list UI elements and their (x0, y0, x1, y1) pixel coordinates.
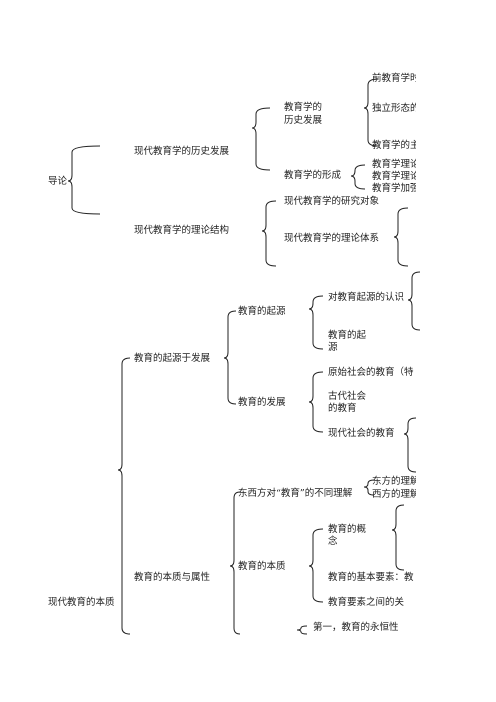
node-pedagogy-main: 教育学的主 (372, 140, 416, 151)
node-development: 教育的发展 (238, 397, 286, 408)
node-concept-line1: 教育的概 (328, 524, 367, 535)
brace-modern-society (403, 417, 417, 473)
node-east-view: 东方的理解 (372, 476, 416, 487)
brace-concept (391, 504, 405, 571)
node-eternal: 第一，教育的永恒性 (313, 622, 399, 633)
node-formation: 教育学的形成 (284, 170, 342, 181)
brace-eternal (296, 625, 308, 635)
node-essence-attributes: 教育的本质与属性 (134, 572, 211, 583)
brace-development (308, 371, 324, 433)
node-origin-development: 教育的起源于发展 (134, 353, 211, 364)
brace-origin (308, 295, 324, 350)
node-formation-item-1: 教育学理论 (372, 159, 416, 170)
node-theory-structure: 现代教育学的理论结构 (134, 225, 230, 236)
brace-essence-attr (229, 491, 241, 635)
brace-formation (350, 164, 366, 190)
brace-intro (67, 145, 101, 215)
node-east-west: 东西方对“教育”的不同理解 (238, 488, 353, 499)
brace-theory (261, 200, 277, 267)
node-edu-history-line1: 教育学的 (284, 102, 323, 113)
node-formation-item-3: 教育学加强 (372, 183, 416, 194)
node-research-object: 现代教育学的研究对象 (284, 196, 380, 207)
node-origin-of-edu-line2: 源 (328, 342, 338, 353)
node-basic-elements: 教育的基本要素：教 (328, 572, 414, 583)
node-independent-form: 独立形态的 (372, 103, 416, 114)
node-origin-of-edu-line1: 教育的起 (328, 330, 367, 341)
brace-history-dev (363, 78, 379, 147)
node-origin-cognition: 对教育起源的认识 (328, 292, 405, 303)
node-ancient-edu-line2: 的教育 (328, 403, 357, 414)
root-intro: 导论 (48, 176, 68, 187)
node-history-development: 现代教育学的历史发展 (134, 146, 230, 157)
node-essence: 教育的本质 (238, 561, 286, 572)
node-concept-line2: 念 (328, 536, 338, 547)
node-west-view: 西方的理解 (372, 489, 416, 500)
brace-essence (308, 528, 324, 603)
node-pre-pedagogy: 前教育学时 (372, 73, 416, 84)
node-modern-society-edu: 现代社会的教育 (328, 428, 395, 439)
text-layer: 导论 现代教育学的历史发展 现代教育学的理论结构 教育学的 历史发展 前教育学时… (48, 73, 416, 633)
brace-theory-system (393, 207, 409, 267)
brace-east-west (363, 479, 375, 496)
node-primitive-edu: 原始社会的教育（特 (328, 367, 414, 378)
brace-origin-cognition (407, 271, 421, 331)
node-theory-system: 现代教育学的理论体系 (284, 233, 380, 244)
brace-modern-essence (117, 357, 131, 635)
root-modern-edu-essence: 现代教育的本质 (48, 597, 115, 608)
brace-origin-dev (223, 310, 237, 405)
node-ancient-edu-line1: 古代社会 (328, 391, 367, 402)
brace-history (251, 107, 271, 171)
node-elements-relation: 教育要素之间的关 (328, 597, 405, 608)
node-origin: 教育的起源 (238, 306, 286, 317)
node-formation-item-2: 教育学理论 (372, 171, 416, 182)
node-edu-history-line2: 历史发展 (284, 115, 323, 126)
